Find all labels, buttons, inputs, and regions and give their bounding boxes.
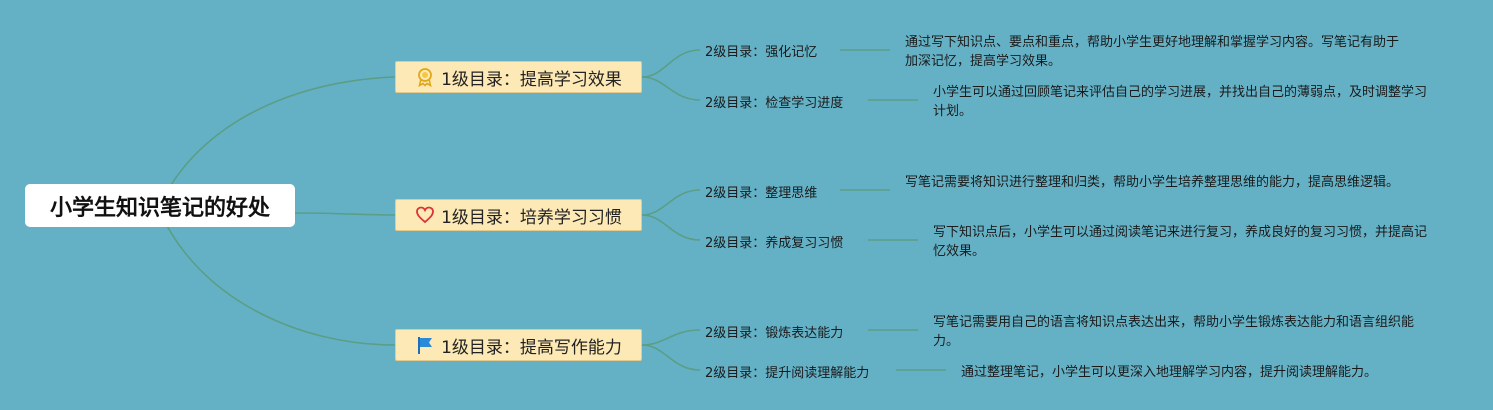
flag-icon (418, 337, 433, 354)
connector-root-branch-1 (159, 76, 396, 206)
root-topic[interactable]: 小学生知识笔记的好处 (25, 184, 295, 227)
branch-2-label: 1级目录：培养学习习惯 (441, 207, 622, 228)
sub-topic-3-1[interactable]: 2级目录：锻炼表达能力 (705, 326, 844, 341)
note-2-2: 写下知识点后，小学生可以通过阅读笔记来进行复习，养成良好的复习习惯，并提高记忆效… (933, 225, 1428, 259)
connector-branch-1-sub-1 (641, 49, 701, 78)
connector-branch-2-sub-1 (641, 189, 701, 216)
connector-root-branch-3 (159, 211, 396, 346)
note-3-2: 通过整理笔记，小学生可以更深入地理解学习内容，提升阅读理解能力。 (961, 365, 1378, 380)
sub-topic-1-2[interactable]: 2级目录：检查学习进度 (705, 96, 844, 111)
heart-icon (416, 206, 434, 224)
branch-3-label: 1级目录：提高写作能力 (441, 337, 622, 358)
connector-branch-1-sub-2 (641, 76, 701, 101)
note-3-1: 写笔记需要用自己的语言将知识点表达出来，帮助小学生锻炼表达能力和语言组织能力。 (933, 315, 1415, 349)
connector-branch-3-sub-2 (641, 344, 701, 371)
branch-3-topic[interactable]: 1级目录：提高写作能力 (395, 329, 642, 361)
branch-1-label: 1级目录：提高学习效果 (441, 69, 622, 90)
note-1-1: 通过写下知识点、要点和重点，帮助小学生更好地理解和掌握学习内容。写笔记有助于加深… (905, 35, 1400, 69)
branch-1-topic[interactable]: 1级目录：提高学习效果 (395, 61, 642, 93)
branch-2-topic[interactable]: 1级目录：培养学习习惯 (395, 199, 642, 231)
note-1-2: 小学生可以通过回顾笔记来评估自己的学习进展，并找出自己的薄弱点，及时调整学习计划… (933, 85, 1428, 119)
sub-topic-3-2[interactable]: 2级目录：提升阅读理解能力 (705, 366, 870, 381)
sub-topic-2-1[interactable]: 2级目录：整理思维 (705, 186, 818, 201)
connector-root-branch-2 (294, 212, 396, 216)
sub-topic-1-1[interactable]: 2级目录：强化记忆 (705, 45, 818, 60)
note-2-1: 写笔记需要将知识进行整理和归类，帮助小学生培养整理思维的能力，提高思维逻辑。 (905, 175, 1400, 190)
award-ribbon-icon (418, 68, 432, 87)
sub-topic-2-2[interactable]: 2级目录：养成复习习惯 (705, 236, 844, 251)
connector-branch-3-sub-1 (641, 329, 701, 346)
connector-branch-2-sub-2 (641, 214, 701, 241)
root-topic-label: 小学生知识笔记的好处 (49, 195, 270, 221)
